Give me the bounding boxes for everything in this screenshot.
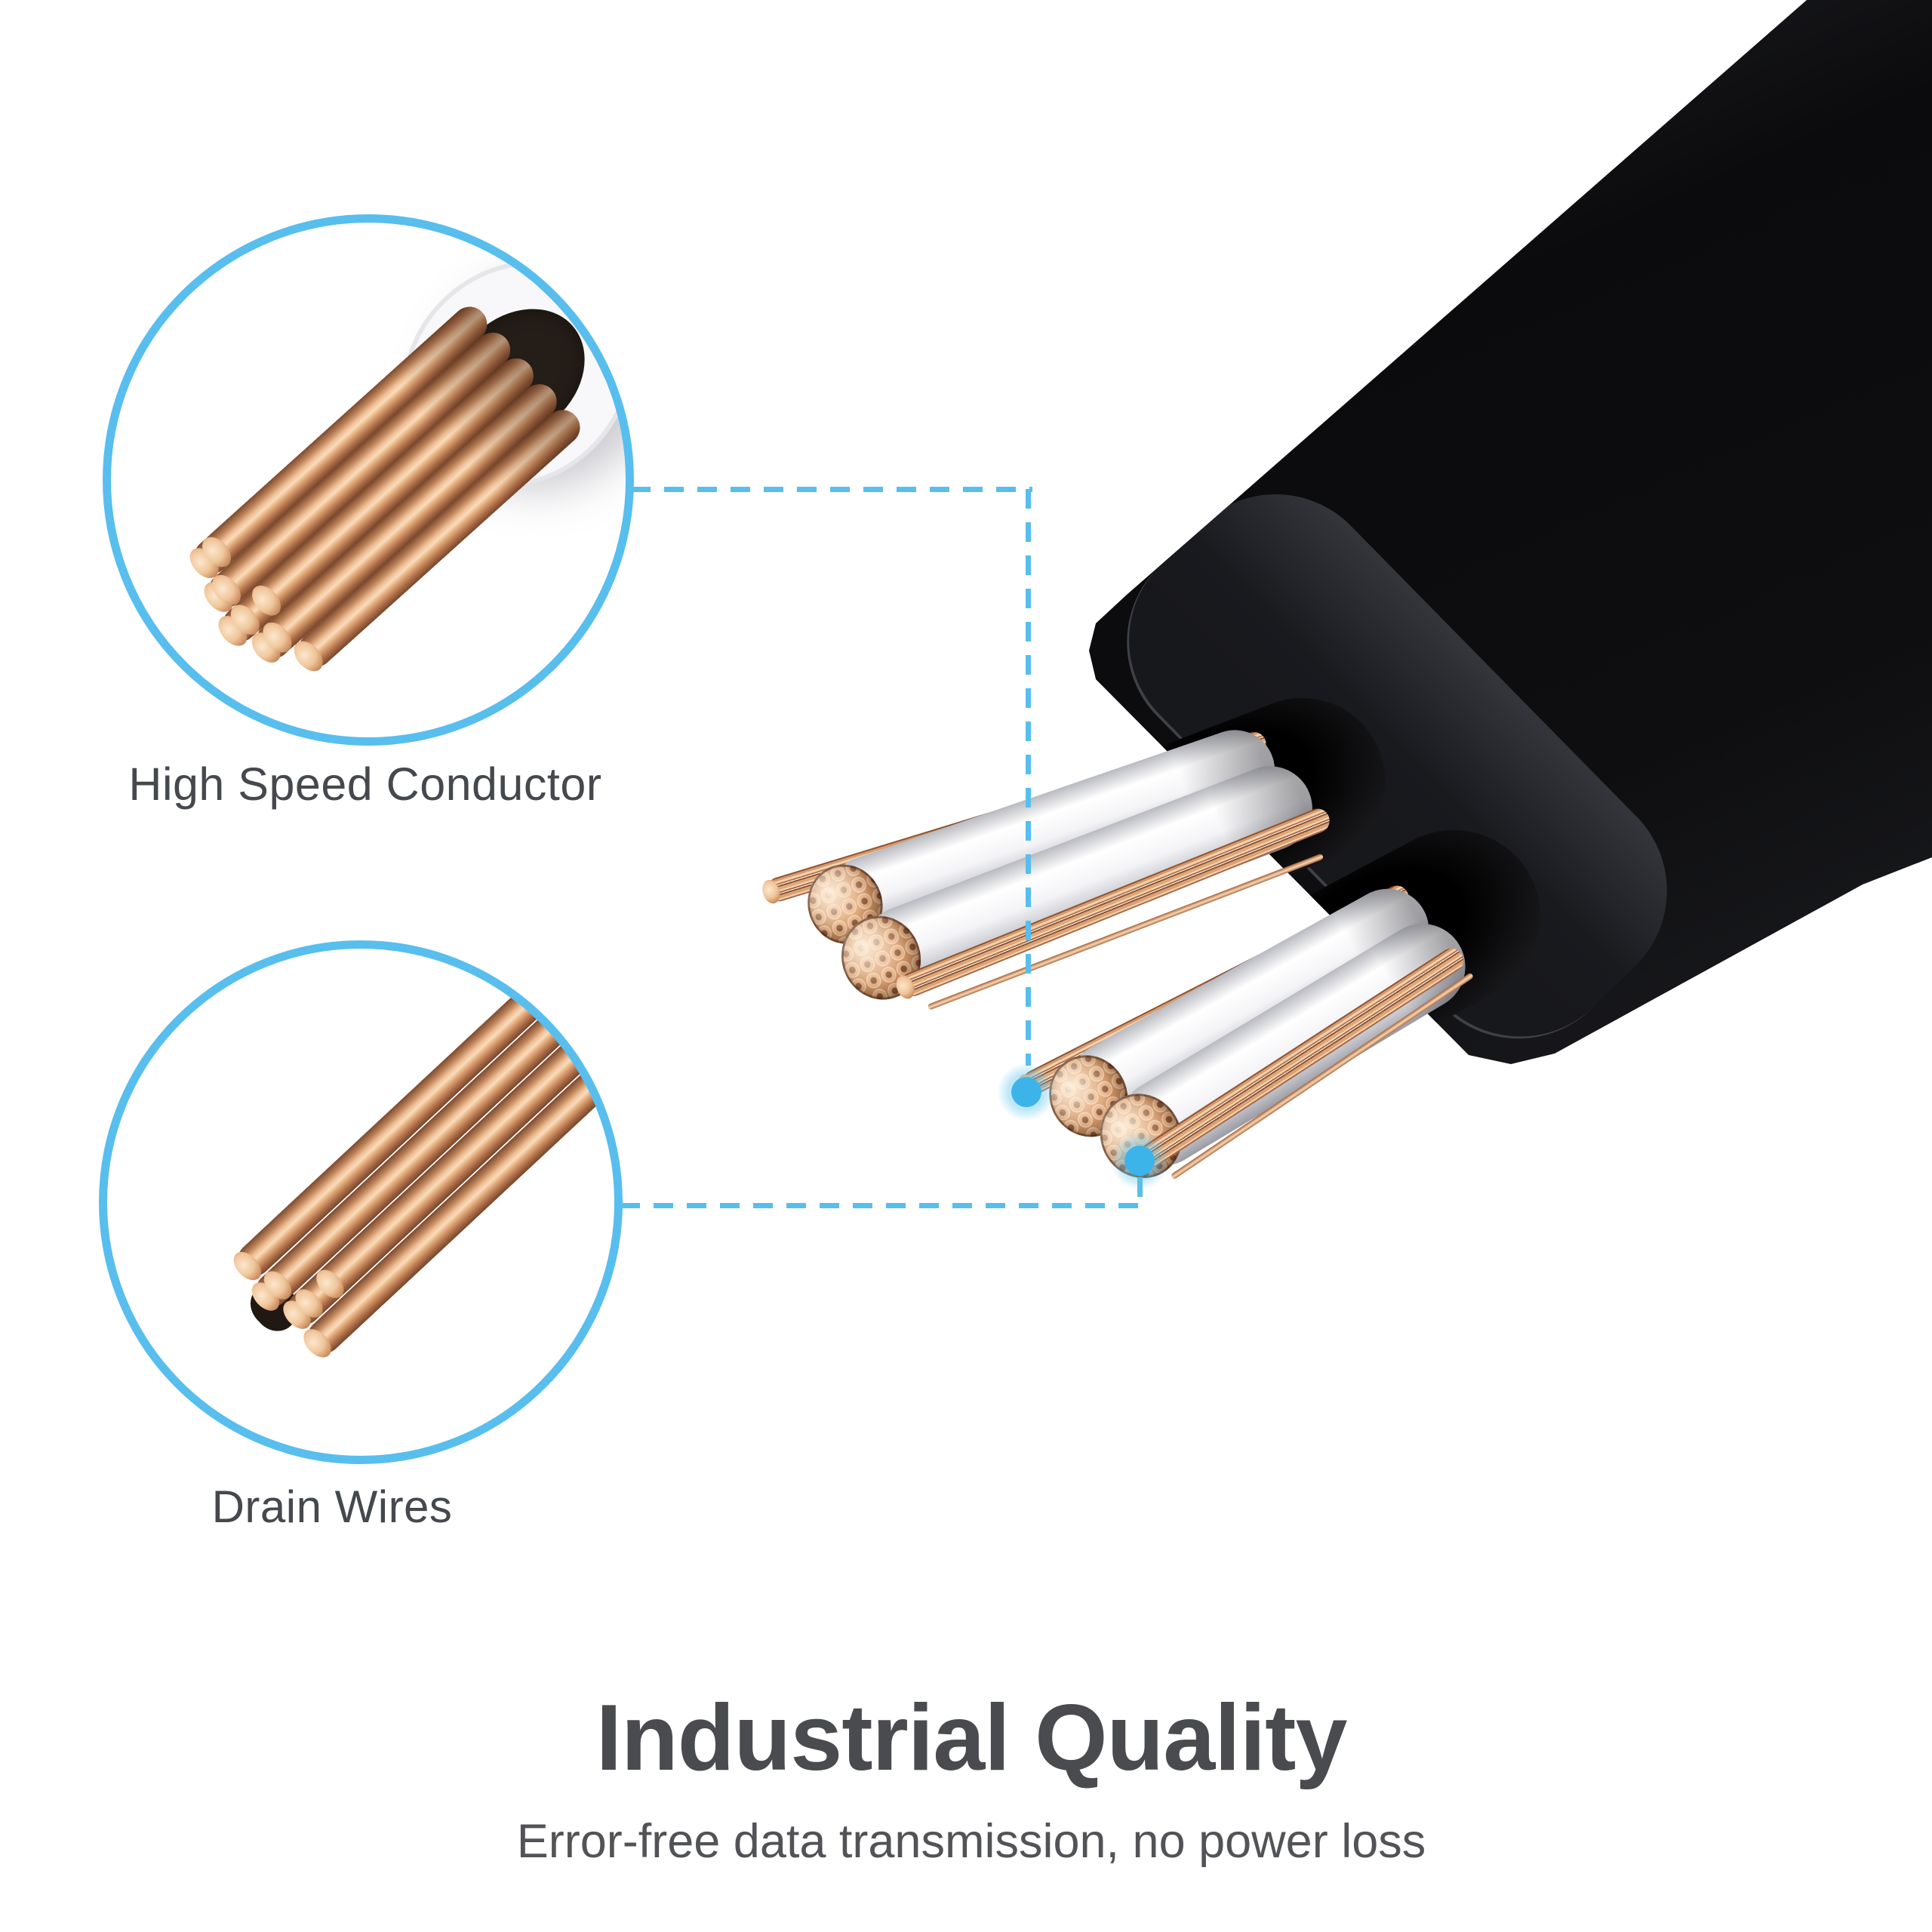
leader-line-conductor-horizontal — [631, 487, 1032, 492]
drain-bundle-tip — [759, 878, 783, 906]
drain-highlight-dot2 — [1124, 1146, 1155, 1176]
page-title: Industrial Quality — [595, 1686, 1348, 1790]
drain-highlight-dot — [1011, 1077, 1041, 1107]
leader-line-conductor-vertical — [1026, 489, 1031, 1066]
conductor-callout-circle — [103, 214, 634, 746]
conductor-label: High Speed Conductor — [128, 758, 602, 810]
drain-label: Drain Wires — [211, 1481, 453, 1532]
page-subtitle: Error-free data transmission, no power l… — [516, 1815, 1426, 1868]
leader-line-drain-horizontal — [620, 1203, 1143, 1208]
strand-tip-face — [298, 1324, 337, 1363]
drain-callout-circle — [99, 940, 623, 1464]
leader-line-drain-vertical — [1137, 1177, 1143, 1208]
